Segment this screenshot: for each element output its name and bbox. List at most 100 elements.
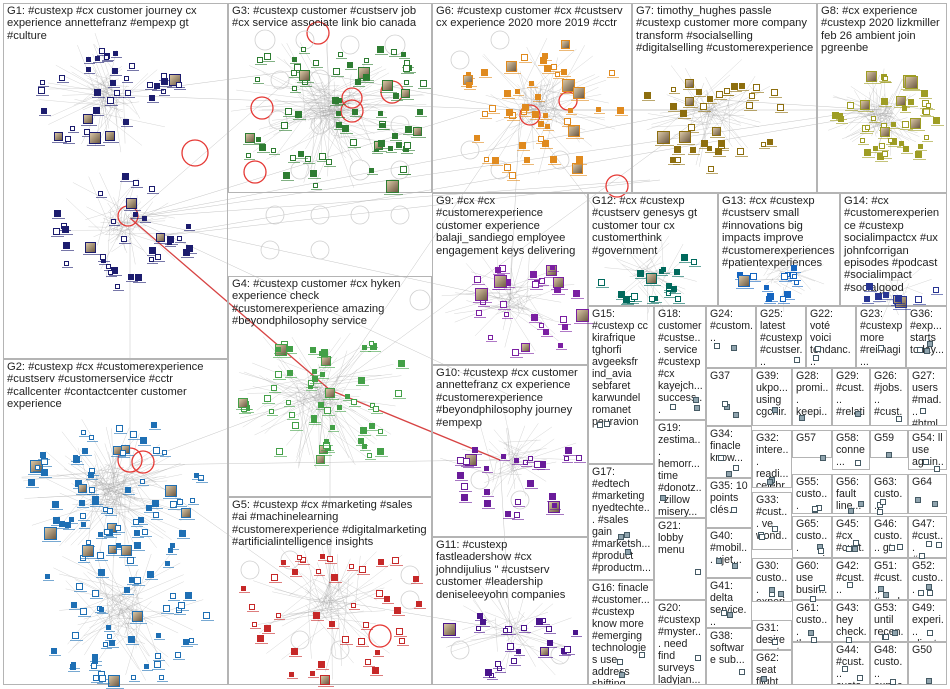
user-node[interactable] <box>144 664 149 669</box>
user-node[interactable] <box>129 577 135 583</box>
user-node[interactable] <box>489 105 496 112</box>
user-node[interactable] <box>194 473 199 478</box>
user-node[interactable] <box>70 126 75 131</box>
user-node[interactable] <box>291 70 297 76</box>
user-avatar-node[interactable] <box>121 545 132 556</box>
user-node[interactable] <box>855 460 861 466</box>
user-node[interactable] <box>124 76 129 81</box>
user-avatar-node[interactable] <box>44 527 57 540</box>
user-node[interactable] <box>147 82 153 88</box>
user-node[interactable] <box>276 613 281 618</box>
user-node[interactable] <box>107 634 112 639</box>
user-node[interactable] <box>847 102 854 109</box>
user-node[interactable] <box>183 639 189 645</box>
user-node[interactable] <box>695 655 701 661</box>
user-node[interactable] <box>550 156 557 163</box>
user-node[interactable] <box>398 360 405 367</box>
user-node[interactable] <box>857 675 863 681</box>
user-node[interactable] <box>63 242 70 249</box>
user-node[interactable] <box>731 83 738 90</box>
user-node[interactable] <box>750 273 757 280</box>
user-node[interactable] <box>598 279 605 286</box>
user-node[interactable] <box>107 508 113 514</box>
user-node[interactable] <box>404 142 411 149</box>
user-node[interactable] <box>934 466 940 472</box>
user-avatar-node[interactable] <box>401 89 410 98</box>
user-node[interactable] <box>146 505 152 511</box>
user-avatar-node[interactable] <box>679 131 691 143</box>
user-node[interactable] <box>535 94 541 100</box>
user-node[interactable] <box>625 549 631 555</box>
user-node[interactable] <box>722 401 728 407</box>
user-node[interactable] <box>811 637 817 643</box>
user-node[interactable] <box>560 316 567 323</box>
user-node[interactable] <box>597 422 603 428</box>
user-node[interactable] <box>528 456 533 461</box>
user-node[interactable] <box>310 170 317 177</box>
user-node[interactable] <box>896 416 902 422</box>
user-node[interactable] <box>378 429 383 434</box>
user-node[interactable] <box>495 661 501 667</box>
user-node[interactable] <box>883 292 889 298</box>
user-node[interactable] <box>330 425 335 430</box>
user-node[interactable] <box>772 639 778 645</box>
user-node[interactable] <box>568 108 573 113</box>
user-node[interactable] <box>888 138 893 143</box>
user-node[interactable] <box>92 654 98 660</box>
user-node[interactable] <box>100 254 106 260</box>
user-node[interactable] <box>536 618 543 625</box>
user-node[interactable] <box>777 104 784 111</box>
user-node[interactable] <box>88 472 94 478</box>
user-node[interactable] <box>147 571 154 578</box>
user-node[interactable] <box>97 552 104 559</box>
user-avatar-node[interactable] <box>880 127 890 137</box>
user-node[interactable] <box>392 557 399 564</box>
user-node[interactable] <box>476 626 481 631</box>
user-node[interactable] <box>573 630 578 635</box>
user-node[interactable] <box>932 501 938 507</box>
user-node[interactable] <box>618 291 625 298</box>
user-node[interactable] <box>351 399 357 405</box>
user-node[interactable] <box>104 529 110 535</box>
user-node[interactable] <box>761 676 767 682</box>
user-node[interactable] <box>936 542 942 548</box>
user-avatar-node[interactable] <box>85 242 96 253</box>
user-node[interactable] <box>772 526 778 532</box>
user-node[interactable] <box>891 122 896 127</box>
user-node[interactable] <box>519 142 526 149</box>
user-avatar-node[interactable] <box>156 233 165 242</box>
user-node[interactable] <box>375 650 380 655</box>
user-node[interactable] <box>529 81 534 86</box>
user-node[interactable] <box>133 212 138 217</box>
user-node[interactable] <box>159 675 164 680</box>
user-node[interactable] <box>530 271 537 278</box>
user-node[interactable] <box>178 602 185 609</box>
user-node[interactable] <box>780 296 786 302</box>
user-node[interactable] <box>312 369 317 374</box>
user-node[interactable] <box>767 139 773 145</box>
user-node[interactable] <box>360 427 367 434</box>
user-node[interactable] <box>89 487 95 493</box>
user-node[interactable] <box>305 156 311 162</box>
user-node[interactable] <box>766 296 772 302</box>
user-avatar-node[interactable] <box>506 61 517 72</box>
user-node[interactable] <box>659 269 664 274</box>
user-node[interactable] <box>124 587 130 593</box>
user-node[interactable] <box>249 604 255 610</box>
user-node[interactable] <box>926 584 932 590</box>
user-node[interactable] <box>739 669 745 675</box>
user-node[interactable] <box>396 628 403 635</box>
user-node[interactable] <box>134 542 141 549</box>
user-node[interactable] <box>716 558 722 564</box>
user-avatar-node[interactable] <box>89 132 101 144</box>
user-node[interactable] <box>847 582 853 588</box>
user-node[interactable] <box>176 82 182 88</box>
user-avatar-node[interactable] <box>78 484 87 493</box>
user-node[interactable] <box>125 90 131 96</box>
user-node[interactable] <box>564 456 569 461</box>
user-node[interactable] <box>271 574 278 581</box>
user-node[interactable] <box>908 99 914 105</box>
user-node[interactable] <box>133 180 139 186</box>
user-node[interactable] <box>319 153 326 160</box>
user-node[interactable] <box>403 65 410 72</box>
